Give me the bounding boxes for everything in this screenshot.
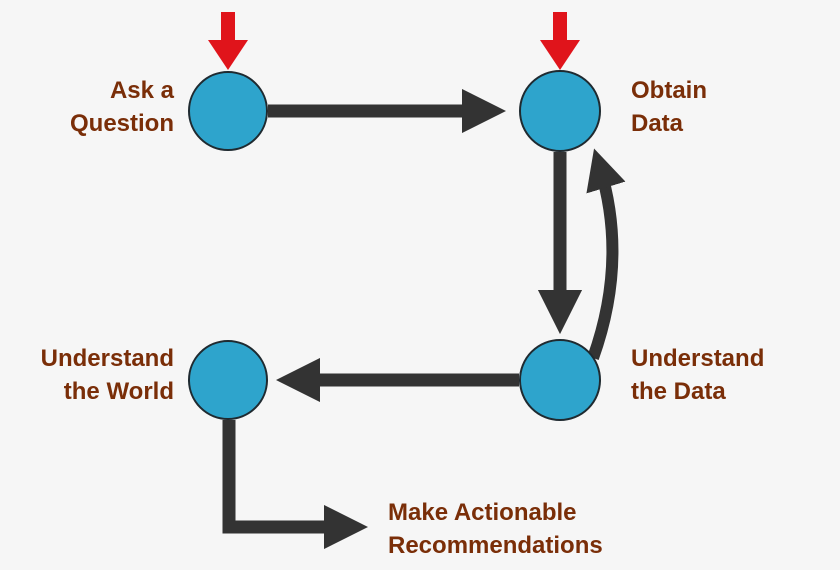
arrow-understand-data-back-to-data	[586, 148, 626, 361]
label-ask-question: Ask a Question	[70, 74, 174, 140]
arrow-world-to-recommendations	[222, 420, 369, 550]
label-recommendations: Make Actionable Recommendations	[388, 496, 603, 562]
node-obtain-data	[519, 70, 601, 152]
entry-arrow-obtain-data	[540, 12, 580, 70]
node-understand-world	[188, 340, 268, 420]
label-obtain-data-line2: Data	[631, 110, 684, 137]
label-ask-question-line2: Question	[69, 110, 174, 137]
node-ask-question	[188, 71, 268, 151]
label-understand-world: Understand the World	[41, 342, 174, 408]
label-recommendations-line2: Recommendations	[388, 532, 603, 559]
label-understand-data: Understand the Data	[631, 342, 764, 408]
label-understand-data-line1: Understand	[631, 345, 765, 372]
label-ask-question-line1: Ask a	[109, 77, 174, 104]
node-understand-data	[519, 339, 601, 421]
label-understand-data-line2: the Data	[631, 378, 726, 405]
label-obtain-data-line1: Obtain	[631, 77, 707, 104]
label-obtain-data: Obtain Data	[631, 74, 707, 140]
entry-arrow-ask-question	[208, 12, 248, 70]
label-recommendations-line1: Make Actionable	[388, 499, 577, 526]
label-understand-world-line1: Understand	[40, 345, 174, 372]
label-understand-world-line2: the World	[63, 378, 174, 405]
